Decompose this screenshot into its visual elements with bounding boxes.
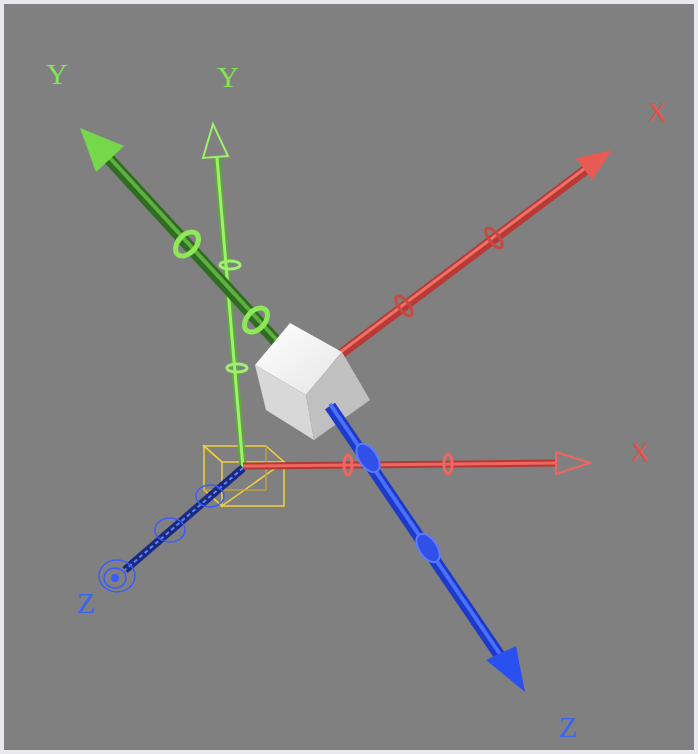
local-z-axis bbox=[330, 404, 525, 692]
background bbox=[4, 4, 694, 750]
local-y-axis bbox=[80, 128, 298, 365]
world-y-label: Y bbox=[217, 62, 239, 92]
cube bbox=[255, 323, 370, 440]
world-z-label: Z bbox=[77, 588, 95, 618]
local-x-label: X bbox=[646, 97, 668, 127]
world-x-label: X bbox=[629, 437, 651, 467]
world-x-axis bbox=[243, 452, 590, 475]
world-z-axis bbox=[99, 468, 243, 592]
local-z-label: Z bbox=[559, 712, 577, 742]
local-x-axis bbox=[330, 150, 612, 362]
local-y-label: Y bbox=[46, 59, 68, 89]
